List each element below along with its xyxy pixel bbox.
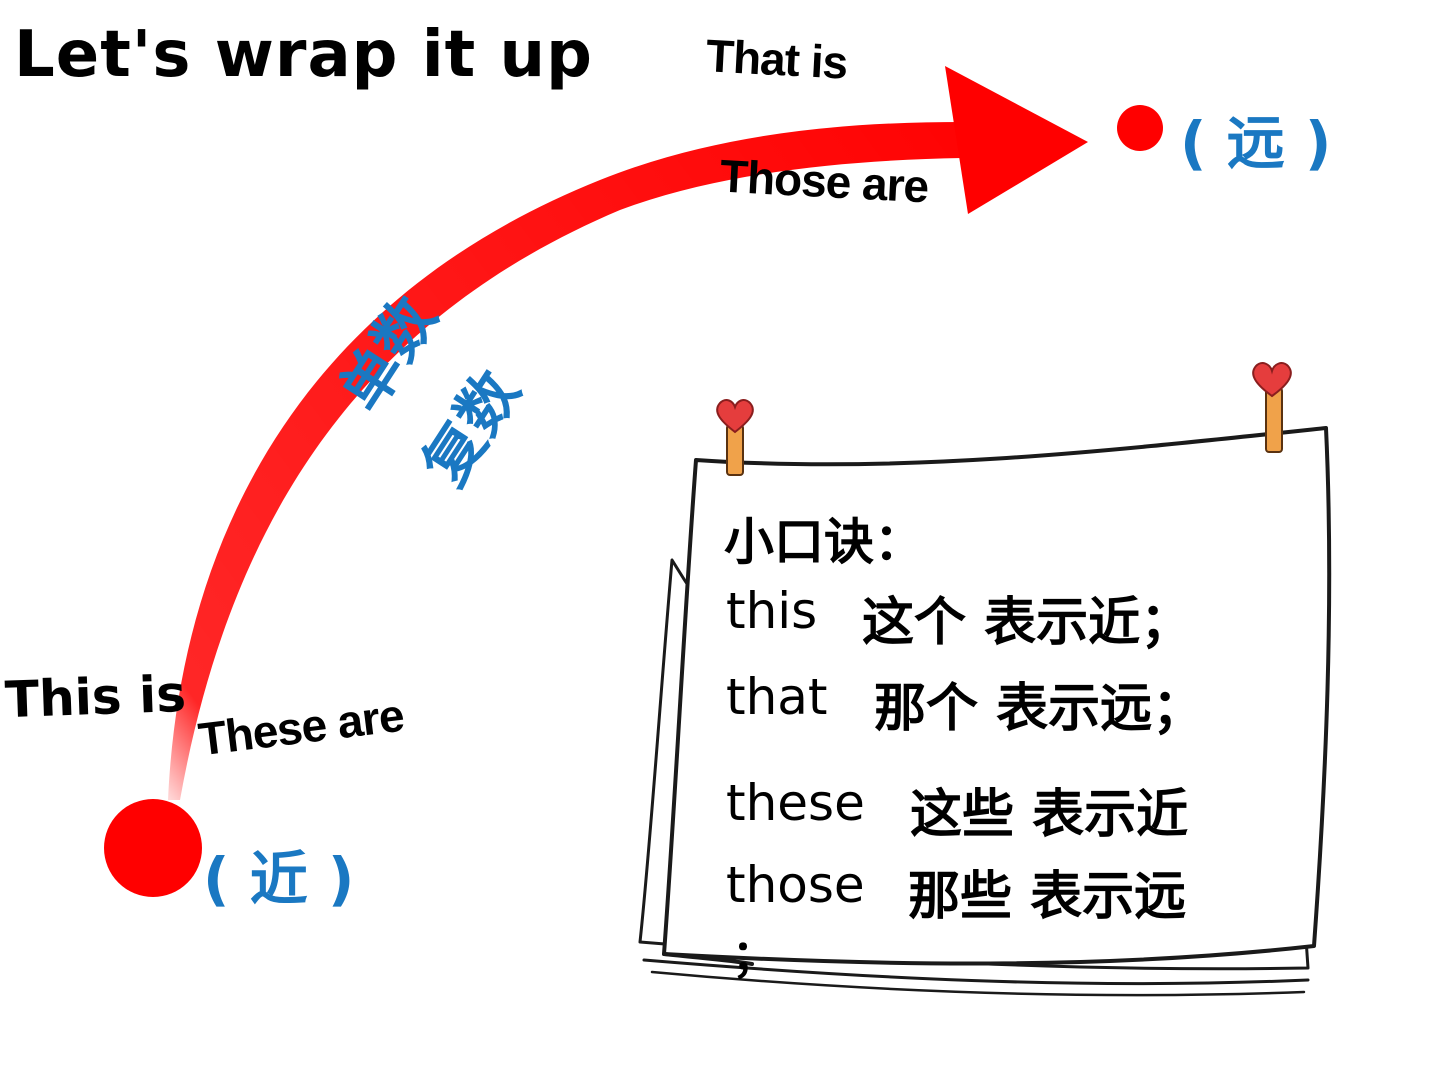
note-meaning-this: 这个 表示近； xyxy=(862,593,1193,653)
paper-front-sheet xyxy=(662,426,1332,966)
those-are-label: Those are xyxy=(718,149,930,213)
note-meaning-those: 那些 表示远 xyxy=(908,867,1187,927)
far-marker-label: ( 远 ) xyxy=(1180,109,1332,177)
paper-bottom-edge-2 xyxy=(650,970,1306,997)
note-meaning-that: 那个 表示远； xyxy=(874,679,1205,739)
note-word-these: these xyxy=(726,774,865,832)
note-word-this: this xyxy=(726,582,818,640)
note-meaning-these: 这些 表示近 xyxy=(910,785,1189,845)
left-pin xyxy=(716,399,754,476)
paper-curl xyxy=(662,952,754,966)
arrow-head xyxy=(945,66,1088,214)
note-word-that: that xyxy=(726,668,828,726)
near-to-far-arrow xyxy=(168,66,1088,800)
note-heading: 小口诀： xyxy=(724,513,924,571)
that-is-label: That is xyxy=(704,29,849,89)
near-marker-label: ( 近 ) xyxy=(203,845,355,913)
right-pin-clip xyxy=(1265,387,1283,453)
this-is-label: This is xyxy=(4,664,187,730)
note-word-those: those xyxy=(726,856,865,914)
note-paper xyxy=(638,426,1332,997)
right-heart-icon xyxy=(1252,362,1292,398)
page-title: Let's wrap it up xyxy=(14,18,593,92)
near-dot xyxy=(104,799,202,897)
left-heart-icon xyxy=(716,399,754,434)
paper-bottom-edge xyxy=(642,958,1310,986)
note-trailing-mark: ； xyxy=(732,931,776,982)
far-dot xyxy=(1117,105,1163,151)
right-pin xyxy=(1252,362,1292,453)
